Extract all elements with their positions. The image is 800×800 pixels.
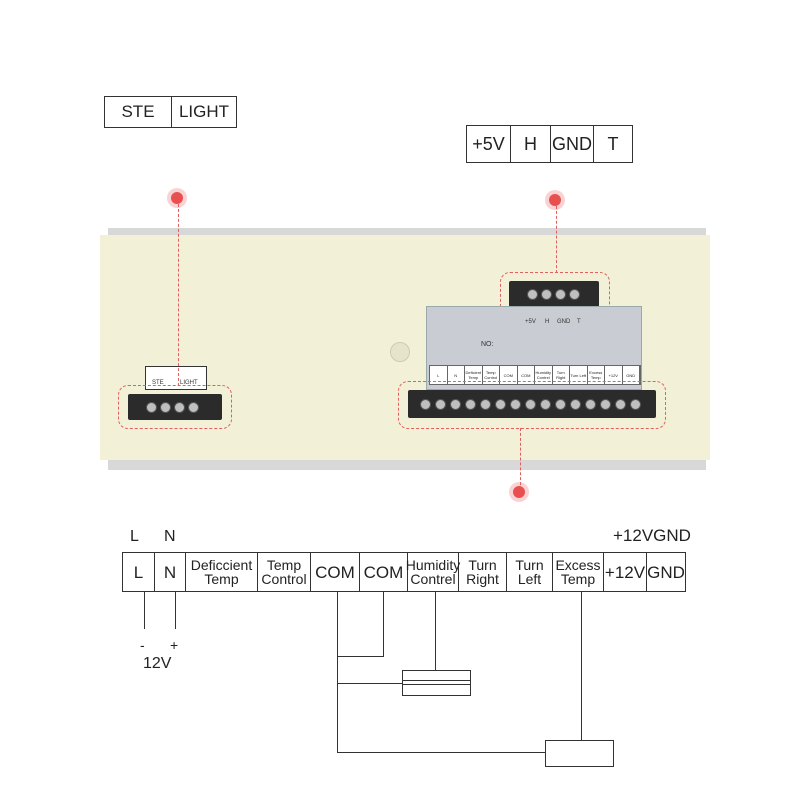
- plate-label-6: Humidity Contrel: [535, 366, 553, 384]
- terminal-cell-com: COM: [360, 553, 408, 591]
- h-label: H: [511, 126, 551, 162]
- ste-tiny: STE: [152, 380, 164, 386]
- plate-sensor-4: T: [577, 319, 581, 325]
- terminal-screw: [420, 399, 431, 410]
- terminal-screw: [585, 399, 596, 410]
- terminal-screw: [450, 399, 461, 410]
- plate-label-11: GND: [623, 366, 640, 384]
- ste-light-photo-label: STE LIGHT: [145, 366, 207, 390]
- left-leader-line: [178, 204, 179, 386]
- wire-humidity-return: [337, 683, 402, 684]
- plate-label-8: Turn Left: [570, 366, 588, 384]
- sensor-marker-dot: [549, 194, 561, 206]
- terminal-cell-com: COM: [311, 553, 360, 591]
- power-minus: -: [140, 637, 145, 653]
- terminal-screw: [555, 399, 566, 410]
- terminal-screw: [465, 399, 476, 410]
- plus5v-label: +5V: [467, 126, 511, 162]
- bottom-leader-line: [520, 428, 521, 490]
- header-n: N: [164, 528, 176, 545]
- terminal-screw: [527, 289, 538, 300]
- plate-sensor-1: +5V: [525, 319, 536, 325]
- mount-hole: [390, 342, 410, 362]
- header-12v-gnd: +12VGND: [613, 526, 691, 545]
- excess-temp-load: [545, 740, 614, 767]
- humidity-device: [402, 670, 471, 696]
- sensor-label-box: +5V H GND T: [466, 125, 633, 163]
- terminal-screw: [569, 289, 580, 300]
- wire-com-bridge: [337, 656, 384, 657]
- terminal-cell-gnd: GND: [647, 562, 685, 582]
- plate-label-0: L: [430, 366, 448, 384]
- power-plus: +: [170, 637, 179, 653]
- plate-sensor-2: H: [545, 319, 550, 325]
- power-voltage: 12V: [143, 655, 172, 672]
- terminal-screw: [570, 399, 581, 410]
- terminal-screw: [146, 402, 157, 413]
- ste-light-label-box: STE LIGHT: [104, 96, 237, 128]
- terminal-cell-l: L: [123, 553, 155, 591]
- terminal-screw: [540, 399, 551, 410]
- plate-no: NO:: [481, 341, 494, 348]
- terminal-screw: [435, 399, 446, 410]
- wire-com2-vertical: [383, 591, 384, 657]
- wire-power-plus: [175, 591, 176, 629]
- terminal-screw: [630, 399, 641, 410]
- terminal-cell-n: N: [155, 553, 186, 591]
- terminal-screw: [480, 399, 491, 410]
- header-l: L: [130, 528, 139, 545]
- left-terminal-highlight: [118, 385, 232, 429]
- terminal-screw: [510, 399, 521, 410]
- terminal-screw: [188, 402, 199, 413]
- terminal-cell--12v: +12V: [604, 553, 647, 591]
- plate-label-2: Deficient Temp: [465, 366, 483, 384]
- light-tiny: LIGHT: [180, 380, 198, 386]
- plate-sensor-3: GND: [557, 319, 571, 325]
- plate-label-3: Temp Control: [483, 366, 500, 384]
- t-label: T: [607, 133, 619, 154]
- wire-excess-vertical: [581, 591, 582, 740]
- left-marker-dot: [171, 192, 183, 204]
- terminal-screw: [541, 289, 552, 300]
- light-label: LIGHT: [178, 102, 230, 121]
- plate-label-1: N: [448, 366, 465, 384]
- plate-label-5: COM: [518, 366, 535, 384]
- right-leader-line: [556, 206, 557, 273]
- wire-load-return: [337, 752, 545, 753]
- terminal-screw: [495, 399, 506, 410]
- main-terminal-highlight: [398, 381, 666, 429]
- plate-label-4: COM: [500, 366, 518, 384]
- terminal-screw: [174, 402, 185, 413]
- terminal-screw: [555, 289, 566, 300]
- wire-power-minus: [144, 591, 145, 629]
- plate-label-9: Excess Temp: [588, 366, 605, 384]
- terminal-screw: [160, 402, 171, 413]
- ste-label: STE: [105, 97, 172, 127]
- plate-label-7: Turn Right: [553, 366, 570, 384]
- wire-com1-vertical: [337, 591, 338, 753]
- gnd-label: GND: [551, 126, 594, 162]
- terminal-screw: [615, 399, 626, 410]
- sensor-terminal-block: [509, 281, 599, 307]
- wire-humidity-vertical: [435, 591, 436, 670]
- terminal-screw: [600, 399, 611, 410]
- bottom-marker-dot: [513, 486, 525, 498]
- plate-label-10: +12V: [605, 366, 623, 384]
- terminal-screw: [525, 399, 536, 410]
